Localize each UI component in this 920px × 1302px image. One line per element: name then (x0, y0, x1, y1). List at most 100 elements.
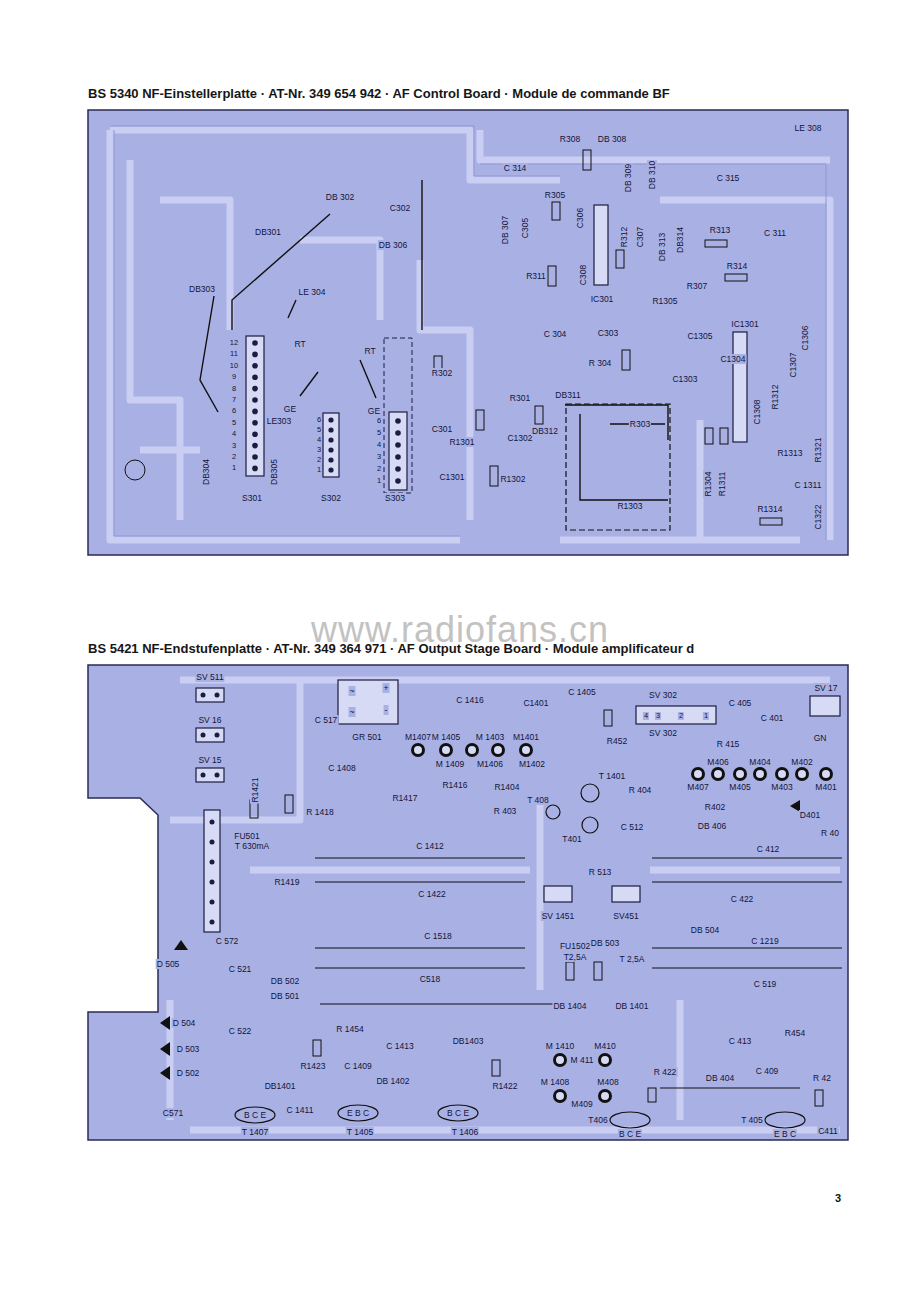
component-label: R 304 (588, 358, 613, 368)
component-label: SV 16 (197, 715, 222, 725)
component-label: C 412 (756, 844, 781, 854)
component-label: DB 308 (597, 134, 627, 144)
component-label: RT (293, 339, 306, 349)
component-label: IC301 (590, 294, 615, 304)
component-label: C 1422 (417, 889, 446, 899)
component-label: M 1410 (545, 1041, 575, 1051)
component-label: R303 (629, 419, 651, 429)
component-label: T 408 (526, 795, 550, 805)
component-label: DB312 (531, 426, 559, 436)
pin-number: 3 (316, 446, 322, 454)
component-label: C 1408 (327, 763, 356, 773)
pin-number: 5 (376, 429, 382, 437)
component-label: R454 (784, 1028, 806, 1038)
component-label: M1407 (404, 732, 432, 742)
component-label: R1303 (616, 501, 643, 511)
component-label: DB 503 (590, 938, 620, 948)
component-label: C 1413 (385, 1041, 414, 1051)
component-label: B C E (618, 1129, 642, 1139)
component-label: D 505 (156, 959, 181, 969)
pin-number: 6 (231, 407, 237, 415)
component-label: DB 1401 (614, 1001, 649, 1011)
component-label: C 314 (503, 163, 528, 173)
component-label: S301 (241, 493, 263, 503)
board-ground (88, 110, 848, 555)
component-label: C 311 (763, 228, 787, 238)
component-label: R 513 (588, 867, 613, 877)
pin-number: 2 (231, 453, 237, 461)
component-outlines (125, 150, 782, 525)
component-label: R 404 (628, 785, 653, 795)
component-label: GE (283, 404, 297, 414)
component-label: DB304 (201, 458, 211, 486)
component-label: C1303 (671, 374, 698, 384)
pin-number: 3 (376, 453, 382, 461)
component-label: T 1406 (451, 1127, 479, 1137)
component-label: E B C (346, 1108, 370, 1118)
component-label: M403 (770, 782, 793, 792)
component-label: R452 (606, 736, 628, 746)
component-label: R1421 (250, 776, 260, 803)
pin-number: 4 (231, 430, 237, 438)
component-label: D 504 (172, 1018, 197, 1028)
component-label: DB 309 (623, 163, 633, 193)
component-label: C303 (597, 328, 619, 338)
component-label: R1423 (299, 1061, 326, 1071)
component-label: S303 (384, 493, 406, 503)
component-label: C 519 (753, 979, 778, 989)
component-label: T 1405 (346, 1127, 374, 1137)
component-label: C 413 (728, 1036, 753, 1046)
component-label: T 2,5A (619, 954, 646, 964)
component-label: DB311 (554, 390, 581, 400)
component-label: C 1409 (343, 1061, 372, 1071)
component-label: C1301 (438, 472, 465, 482)
connector-s301 (246, 336, 264, 476)
component-label: R 42 (812, 1073, 832, 1083)
component-label: R1313 (776, 448, 803, 458)
component-label: DB 501 (270, 991, 300, 1001)
component-label: GE (367, 406, 381, 416)
component-label: DB1403 (452, 1036, 485, 1046)
component-label: C 422 (730, 894, 755, 904)
pin-number: 6 (316, 416, 322, 424)
component-label: R302 (431, 368, 453, 378)
component-label: T406 (587, 1115, 608, 1125)
component-label: LE 304 (298, 287, 327, 297)
component-label: SV 17 (813, 683, 838, 693)
component-label: + (383, 683, 390, 693)
component-label: M409 (570, 1099, 593, 1109)
pin-number: 5 (231, 419, 237, 427)
pin-number: 1 (316, 466, 322, 474)
diode-symbols (160, 800, 800, 1080)
measuring-points (413, 745, 832, 1102)
component-label: D 503 (176, 1044, 201, 1054)
pin-number: 1 (231, 464, 237, 472)
component-label: C1305 (686, 331, 713, 341)
ic-outline (733, 332, 747, 442)
jumper-wires (200, 180, 668, 500)
component-label: C 315 (716, 173, 741, 183)
component-label: M1402 (518, 759, 546, 769)
component-label: SV 15 (197, 755, 222, 765)
pin-number: 6 (376, 417, 382, 425)
component-label: M404 (748, 757, 771, 767)
component-label: T 630mA (234, 841, 270, 851)
component-label: C571 (162, 1108, 184, 1118)
component-label: C308 (578, 264, 588, 286)
component-label: R312 (619, 226, 629, 248)
connector-s302 (323, 413, 339, 477)
pin-number: 2 (376, 465, 382, 473)
connector-s303 (389, 412, 407, 490)
component-label: DB 313 (657, 232, 667, 262)
board-title: BS 5340 NF-Einstellerplatte · AT-Nr. 349… (88, 86, 670, 101)
component-label: SV 302 (648, 690, 678, 700)
component-label: C 521 (228, 964, 253, 974)
component-label: R 1418 (305, 807, 334, 817)
page-number: 3 (834, 1192, 842, 1205)
component-label: B C E (243, 1110, 267, 1120)
component-label: R1416 (441, 780, 468, 790)
transistor-outlines (235, 784, 805, 1128)
component-label: R 415 (716, 739, 741, 749)
component-label: C1304 (719, 354, 746, 364)
component-label: M405 (728, 782, 751, 792)
